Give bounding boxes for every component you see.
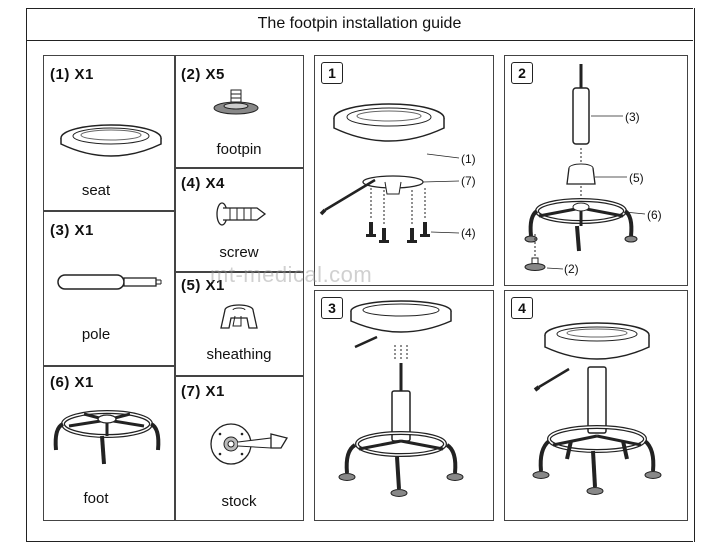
seat-illustration <box>60 124 162 157</box>
part-qty-sheathing: (5) X1 <box>181 277 225 294</box>
screw-illustration <box>216 202 267 226</box>
part-label-footpin: footpin <box>216 141 262 158</box>
step-1-illustration <box>319 103 460 243</box>
step-2-illustration <box>524 64 646 271</box>
step1-callout-seat: (1) <box>461 152 476 166</box>
step-box-4: 4 <box>504 290 688 521</box>
part-box-pole: (3) X1 pole <box>43 210 176 367</box>
title-rule <box>26 40 693 41</box>
foot-illustration <box>53 410 161 465</box>
bottom-rule <box>26 541 693 542</box>
part-label-stock: stock <box>221 493 257 510</box>
part-box-sheathing: (5) X1 sheathing <box>174 271 304 377</box>
part-qty-stock: (7) X1 <box>181 383 225 400</box>
part-qty-pole: (3) X1 <box>50 222 94 239</box>
part-label-sheathing: sheathing <box>206 346 272 363</box>
part-qty-foot: (6) X1 <box>50 374 94 391</box>
step2-callout-foot: (6) <box>647 208 662 222</box>
part-qty-screw: (4) X4 <box>181 175 225 192</box>
part-label-foot: foot <box>83 490 109 507</box>
page-frame <box>26 8 695 542</box>
top-rule <box>26 8 693 9</box>
part-box-stock: (7) X1 stock <box>174 375 304 521</box>
step1-callout-stock: (7) <box>461 174 476 188</box>
part-box-seat: (1) X1 seat <box>43 55 176 212</box>
step-number-2: 2 <box>511 62 533 84</box>
part-label-screw: screw <box>219 244 259 261</box>
part-box-foot: (6) X1 foot <box>43 365 176 521</box>
step1-callout-screw: (4) <box>461 226 476 240</box>
step-number-1: 1 <box>321 62 343 84</box>
part-qty-footpin: (2) X5 <box>181 66 225 83</box>
step-number-4: 4 <box>511 297 533 319</box>
step2-callout-sheathing: (5) <box>629 171 644 185</box>
step-3-illustration <box>338 300 464 497</box>
part-label-pole: pole <box>81 326 111 343</box>
step-box-1: 1 (1) (7) (4) <box>314 55 494 286</box>
footpin-illustration <box>213 89 259 115</box>
step-box-2: 2 (3) (5) (6) (2) <box>504 55 688 286</box>
part-qty-seat: (1) X1 <box>50 66 94 83</box>
pole-illustration <box>57 274 162 290</box>
stock-illustration <box>210 423 289 465</box>
step-4-illustration <box>532 322 662 495</box>
step-number-3: 3 <box>321 297 343 319</box>
step2-callout-pole: (3) <box>625 110 640 124</box>
part-label-seat: seat <box>81 182 111 199</box>
sheathing-illustration <box>220 304 258 329</box>
watermark: mt-medical.com <box>210 262 373 287</box>
part-box-screw: (4) X4 screw <box>174 167 304 273</box>
page-title: The footpin installation guide <box>257 15 462 32</box>
step2-callout-footpin: (2) <box>564 262 579 276</box>
part-box-footpin: (2) X5 footpin <box>174 55 304 169</box>
step-box-3: 3 <box>314 290 494 521</box>
